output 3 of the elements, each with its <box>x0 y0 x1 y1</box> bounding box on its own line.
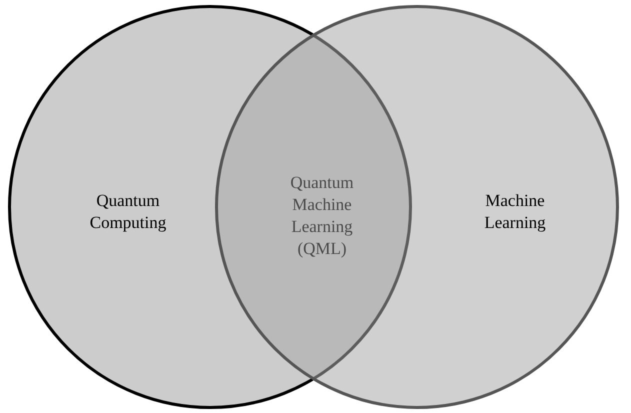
circle-label: Quantum Computing <box>88 190 168 234</box>
circle-label: Machine Learning <box>483 190 547 234</box>
overlap-label: Quantum Machine Learning (QML) <box>289 172 355 260</box>
